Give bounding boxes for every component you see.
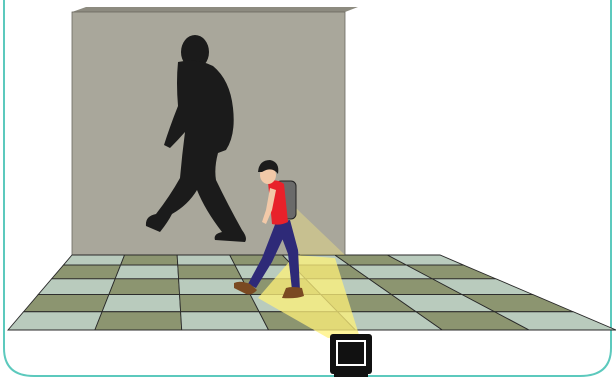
floor-tile: [178, 265, 242, 279]
floor-tile: [24, 295, 109, 312]
floor-tile: [177, 255, 235, 265]
floor-tile: [181, 312, 269, 330]
floor-tile: [102, 295, 181, 312]
floor-tile: [180, 295, 260, 312]
floor-tile: [8, 312, 102, 330]
floor-tile: [109, 279, 180, 295]
floor-tile: [115, 265, 178, 279]
floor-tile: [121, 255, 178, 265]
floor-tile: [95, 312, 182, 330]
floor-tile: [63, 255, 124, 265]
floor-tile: [38, 279, 115, 295]
spotlight-projector-icon: [330, 334, 372, 377]
floor-tile: [52, 265, 121, 279]
